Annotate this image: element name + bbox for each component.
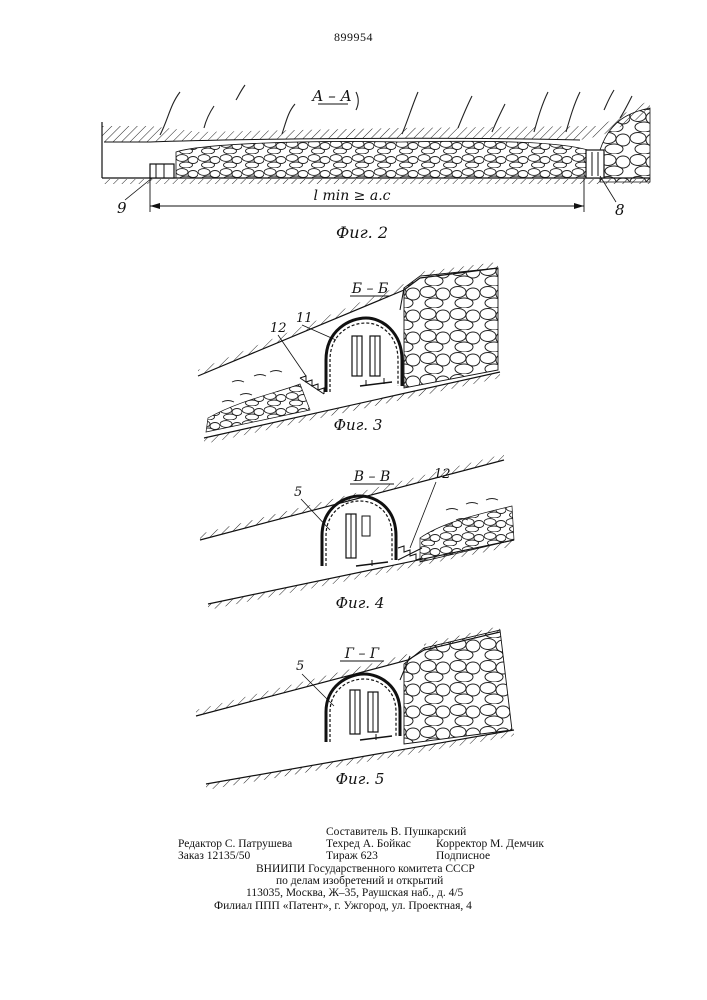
fig3-callout-11: 11 [296,311,313,326]
figure-2: А – А [102,85,650,242]
figure-4: В – В 5 12 Фиг. 4 [200,454,514,612]
figure-5: Г – Г 5 Фиг. 5 [196,626,514,790]
fig3-caption: Фиг. 3 [334,416,383,434]
imprint-branch: Филиал ППП «Патент», г. Ужгород, ул. Про… [214,900,472,913]
fig4-section-label: В – В [353,469,390,485]
fig5-section-label: Г – Г [344,646,380,662]
fig5-callout-5: 5 [296,659,304,674]
imprint-circulation: Тираж 623 [326,850,378,863]
fig2-callout-9: 9 [117,199,127,217]
fig5-caption: Фиг. 5 [336,770,385,788]
fig2-section-label: А – А [311,87,352,105]
fig2-caption: Фиг. 2 [336,223,388,242]
fig2-dimension-label: l min ≥ a.c [314,188,391,204]
fig4-callout-12: 12 [434,467,451,482]
fig3-callout-12: 12 [270,321,287,336]
imprint-subscription: Подписное [436,850,490,863]
imprint-address: 113035, Москва, Ж–35, Раушская наб., д. … [246,887,463,900]
figure-3: Б – Б 12 [198,262,500,444]
fig4-callout-5: 5 [294,485,302,500]
imprint-order: Заказ 12135/50 [178,850,250,863]
fig2-callout-8: 8 [615,201,625,219]
fig4-caption: Фиг. 4 [336,594,385,612]
